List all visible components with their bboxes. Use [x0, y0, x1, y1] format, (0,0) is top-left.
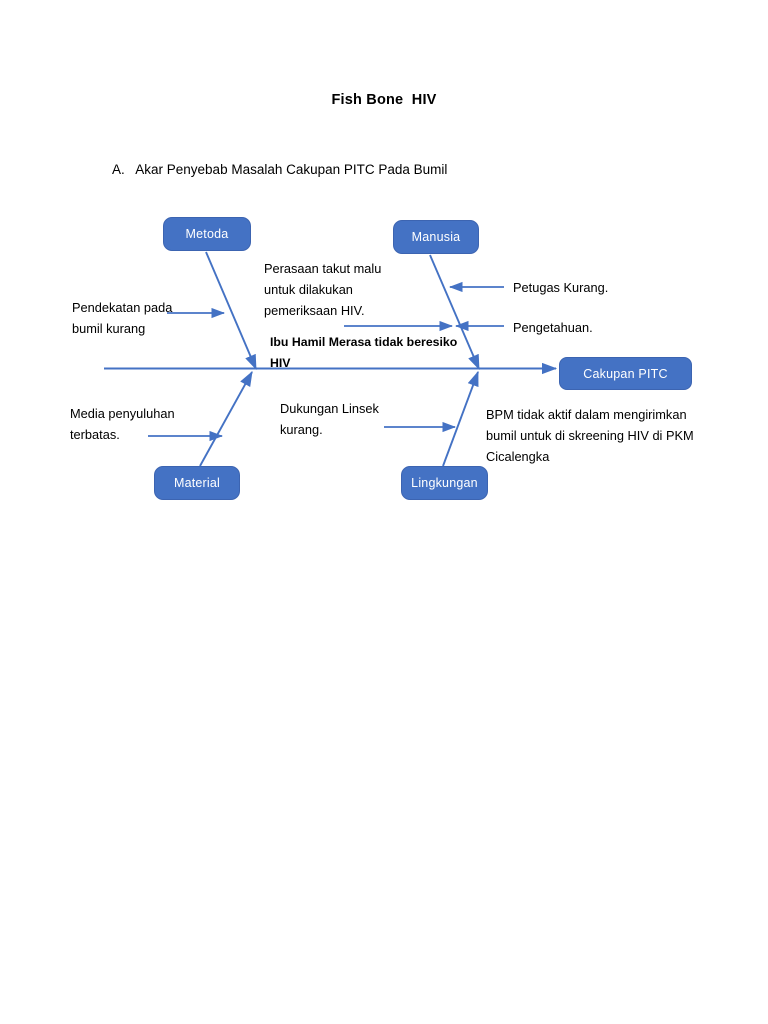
category-box-material[interactable]: Material [154, 466, 240, 500]
bone-material [199, 371, 253, 467]
cause-text-dukungan: Dukungan Linsek kurang. [280, 401, 379, 437]
category-box-manusia[interactable]: Manusia [393, 220, 479, 254]
cause-text-ibu-hamil: Ibu Hamil Merasa tidak beresiko HIV [270, 335, 458, 370]
bone-metoda [205, 251, 257, 371]
category-box-lingkungan[interactable]: Lingkungan [401, 466, 488, 500]
cause-text-perasaan: Perasaan takut malu untuk dilakukan peme… [264, 261, 382, 318]
page-title: Fish Bone HIV [331, 92, 437, 108]
cause-text-petugas: Petugas Kurang. [513, 280, 609, 295]
category-box-metoda[interactable]: Metoda [163, 217, 251, 251]
cause-text-bpm: BPM tidak aktif dalam mengirimkan bumil … [486, 407, 694, 464]
section-label: A. Akar Penyebab Masalah Cakupan PITC Pa… [112, 162, 448, 177]
bone-manusia [429, 254, 480, 371]
cause-text-pendekatan: Pendekatan pada bumil kurang [72, 300, 173, 336]
cause-text-pengetahuan: Pengetahuan. [513, 320, 593, 335]
bone-lingkungan [442, 370, 479, 467]
effect-box-cakupan-pitc[interactable]: Cakupan PITC [559, 357, 692, 390]
cause-text-media: Media penyuluhan terbatas. [70, 406, 175, 442]
